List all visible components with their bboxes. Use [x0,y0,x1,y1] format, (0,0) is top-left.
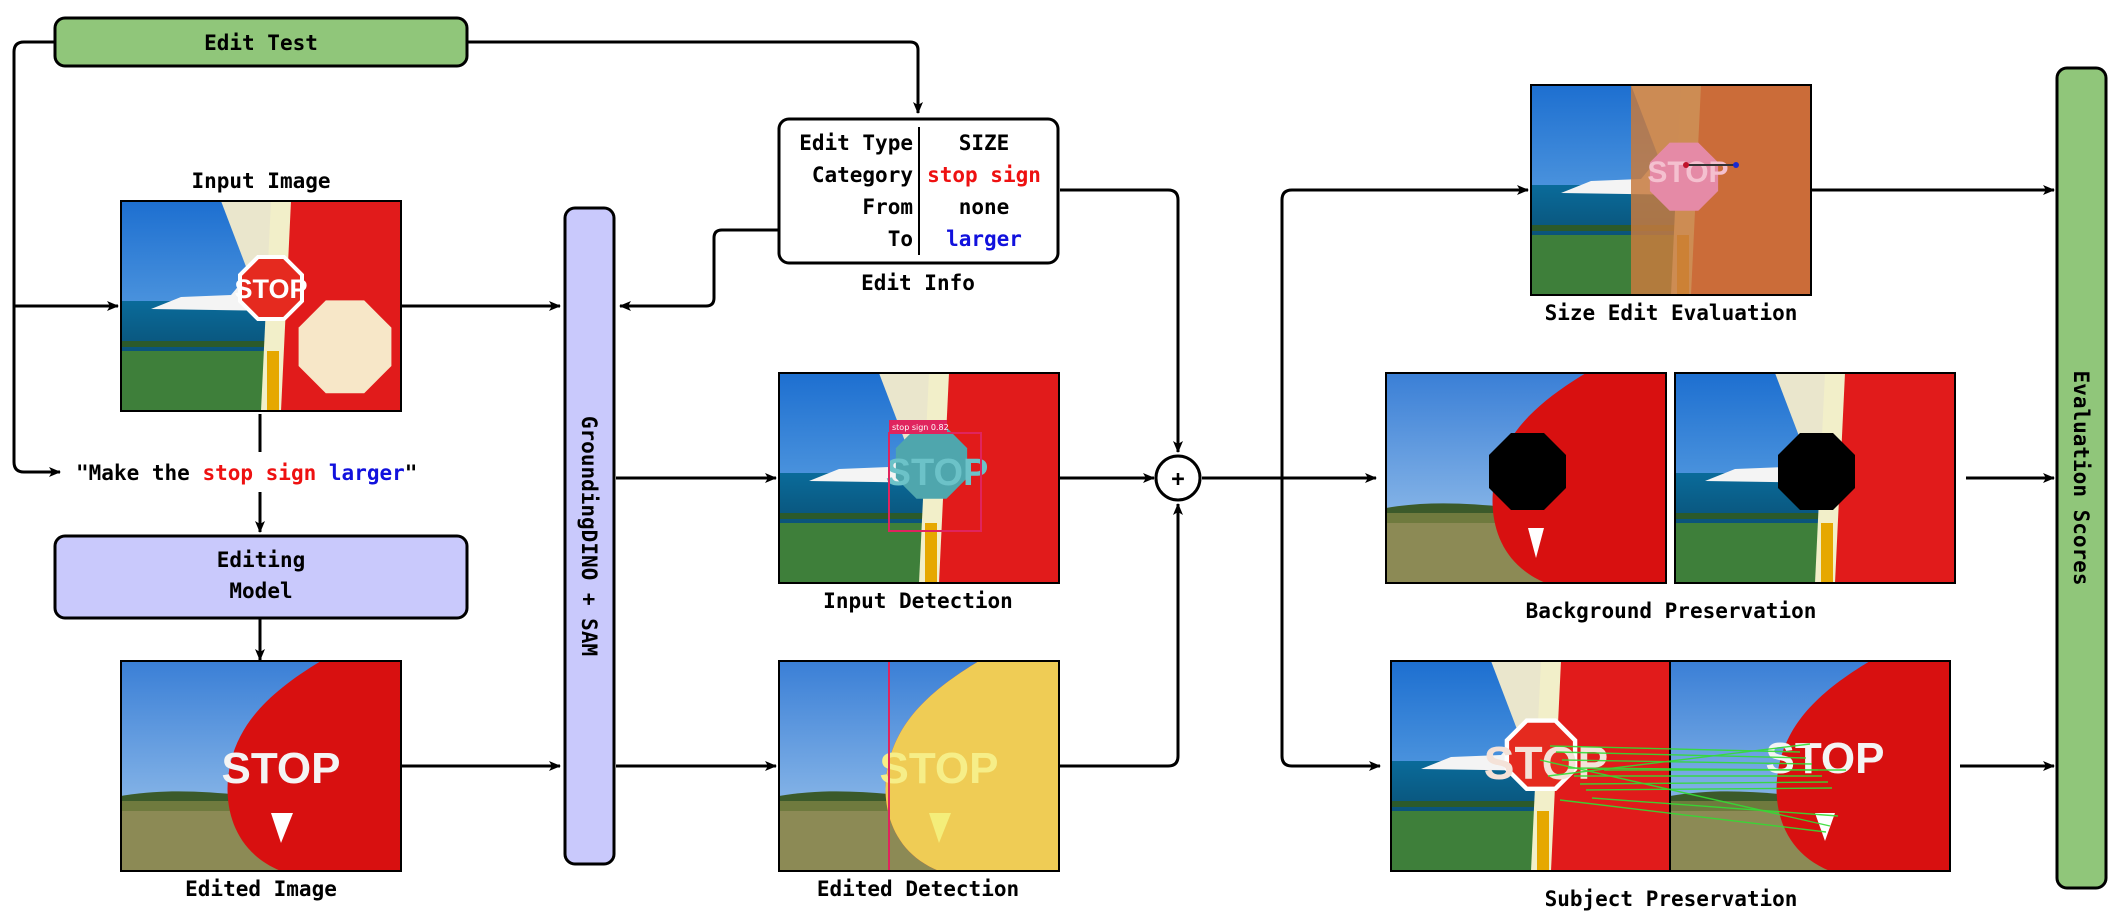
input-image: STOP [120,200,402,412]
editing-model-line1: Editing [217,548,306,572]
subject-sign-text: STOP [1484,737,1608,789]
detector-node: GroundingDINO + SAM [563,206,616,866]
combine-symbol: + [1171,467,1184,492]
sign-mark-icon [929,813,951,843]
edit-info-row-type: Edit Type SIZE [799,131,1009,155]
editing-model-node: Editing Model [53,534,469,620]
prompt-target: larger [329,461,405,485]
edited-sign-text: STOP [221,744,340,793]
background-preservation-input [1674,372,1956,584]
input-sign-text: STOP [234,274,307,304]
edit-info-key: Edit Type [799,131,913,155]
prompt-text: Make the [89,461,203,485]
edit-info-value: larger [946,227,1022,251]
edited-detection-sign-text: STOP [879,744,998,793]
input-detection-caption: Input Detection [823,589,1013,613]
prompt-space [316,461,329,485]
center-point-icon [1733,162,1739,168]
scores-label: Evaluation Scores [2069,371,2093,586]
stop-sign-icon: STOP [234,255,392,394]
center-point-icon [1683,162,1689,168]
size-eval-caption: Size Edit Evaluation [1545,301,1798,325]
edit-test-node: Edit Test [53,16,469,68]
edit-info-table: Edit Type SIZE Category stop sign From n… [777,117,1060,265]
prompt-close-quote: " [405,461,418,485]
connector-edittest-to-editinfo [346,40,923,114]
detection-label-bg [889,420,947,433]
edited-detection-caption: Edited Detection [817,877,1019,901]
subject-edited-sign-text: STOP [1765,734,1884,783]
edit-info-key: From [862,195,913,219]
detection-label: stop sign 0.82 [892,423,949,432]
input-detection: STOP stop sign 0.82 [778,372,1060,584]
edited-image: STOP [120,660,402,872]
connector-to-subject [1280,478,1381,771]
connector-edittest-trunk [12,40,61,477]
subject-preservation: STOP STOP [1390,660,1951,872]
edited-image-caption: Edited Image [185,877,337,901]
edit-info-row-category: Category stop sign [812,163,1041,187]
prompt-category: stop sign [202,461,316,485]
edit-test-label: Edit Test [204,31,318,55]
size-edit-evaluation: STOP [1530,84,1812,296]
evaluation-scores-node: Evaluation Scores [2055,66,2108,890]
combine-node: + [1154,454,1202,502]
edit-info-row-to: To larger [888,227,1022,251]
subject-caption: Subject Preservation [1545,887,1798,911]
detector-label: GroundingDINO + SAM [577,416,601,656]
edit-info-key: Category [812,163,914,187]
input-detection-sign-text: STOP [886,452,989,494]
connector-editinfo-to-detector [619,228,778,311]
edit-info-value: SIZE [959,131,1010,155]
connector-to-sizeeval [1280,185,1529,478]
detection-box [888,661,1059,871]
input-image-caption: Input Image [191,169,330,193]
edit-info-value: stop sign [927,163,1041,187]
edited-detection: STOP [778,660,1060,872]
background-caption: Background Preservation [1526,599,1817,623]
edit-prompt: "Make the stop sign larger" [76,461,417,485]
connector-editinfo-to-plus [1060,188,1183,453]
sign-mark-icon [271,813,293,843]
size-eval-sign-text: STOP [1647,156,1728,189]
edit-info-value: none [959,195,1010,219]
background-preservation-edited [1385,372,1667,584]
edit-info-row-from: From none [862,195,1009,219]
feature-match-lines [1539,743,1846,833]
connectors [12,40,2055,771]
connector-editeddet-to-plus [1060,503,1183,768]
edit-info-key: To [888,227,913,251]
edit-info-caption: Edit Info [861,271,975,295]
editing-model-line2: Model [229,579,292,603]
prompt-open-quote: " [76,461,89,485]
